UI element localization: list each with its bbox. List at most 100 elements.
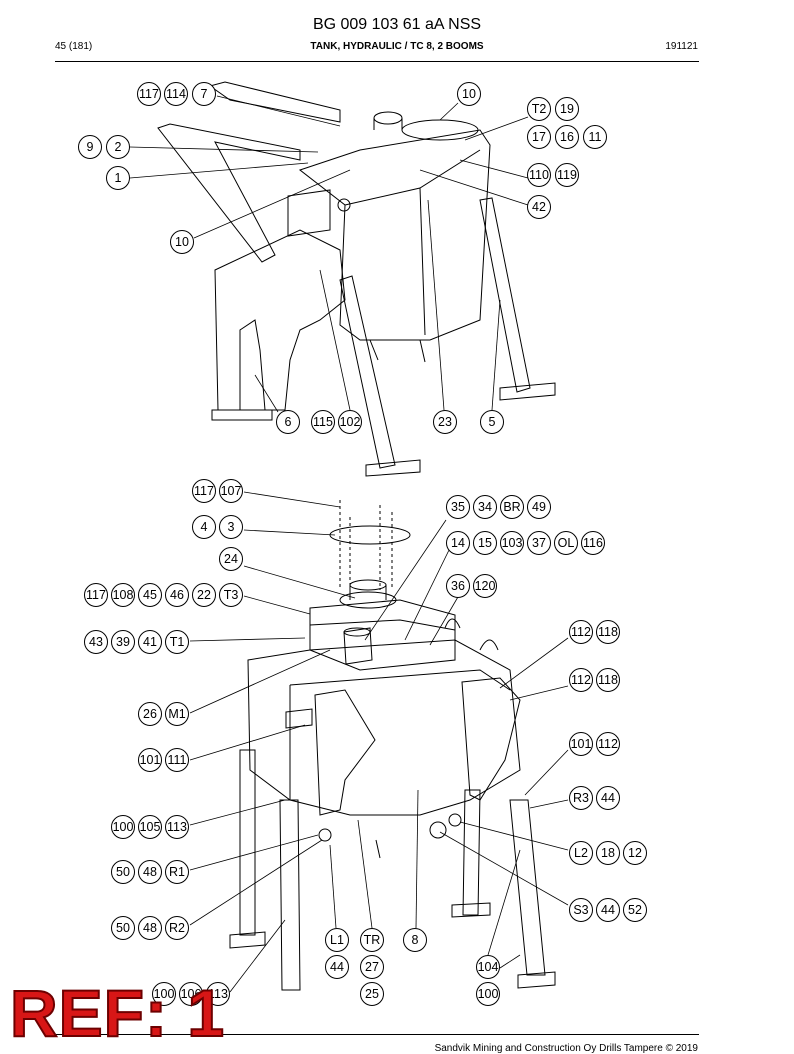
callout: 19: [555, 97, 579, 121]
callout: 39: [111, 630, 135, 654]
callout: 101: [569, 732, 593, 756]
callout: 117: [137, 82, 161, 106]
callout: L2: [569, 841, 593, 865]
callout: 34: [473, 495, 497, 519]
bl-leg-right: [509, 799, 546, 976]
callout: 44: [596, 898, 620, 922]
callout: 10: [457, 82, 481, 106]
callout: 118: [596, 668, 620, 692]
callout: 4: [192, 515, 216, 539]
bl-leg-mid: [279, 799, 301, 991]
callout: 44: [596, 786, 620, 810]
callout: BR: [500, 495, 524, 519]
callout: 17: [527, 125, 551, 149]
callout: 23: [433, 410, 457, 434]
callout: 100: [111, 815, 135, 839]
callout: M1: [165, 702, 189, 726]
tank-cap: [373, 111, 403, 125]
stand-foot-left: [211, 409, 273, 421]
front-foot: [365, 459, 421, 477]
bottom-leader-lines: [189, 491, 569, 993]
callout: 36: [446, 574, 470, 598]
callout: 1: [106, 166, 130, 190]
callout: 111: [165, 748, 189, 772]
callout: 113: [165, 815, 189, 839]
front-leg: [339, 275, 396, 469]
right-bracket: [461, 677, 521, 801]
top-block: [309, 599, 456, 671]
footer-copyright: Sandvik Mining and Construction Oy Drill…: [434, 1043, 698, 1054]
callout: 24: [219, 547, 243, 571]
callout: 25: [360, 982, 384, 1006]
callout: 8: [403, 928, 427, 952]
callout: 110: [527, 163, 551, 187]
callout: 7: [192, 82, 216, 106]
callout: 3: [219, 515, 243, 539]
callout: 18: [596, 841, 620, 865]
callout: 42: [527, 195, 551, 219]
callout: 44: [325, 955, 349, 979]
page-title: TANK, HYDRAULIC / TC 8, 2 BOOMS: [310, 41, 484, 52]
callout: 48: [138, 916, 162, 940]
callout: 120: [473, 574, 497, 598]
callout: R1: [165, 860, 189, 884]
callout: OL: [554, 531, 578, 555]
callout: 16: [555, 125, 579, 149]
callout: 52: [623, 898, 647, 922]
callout: 35: [446, 495, 470, 519]
callout: 11: [583, 125, 607, 149]
callout: L1: [325, 928, 349, 952]
bl-leg-back: [462, 789, 481, 916]
main-tank: [247, 639, 521, 816]
callout: 48: [138, 860, 162, 884]
page-number: 45 (181): [55, 41, 93, 52]
callout: 114: [164, 82, 188, 106]
callout: 6: [276, 410, 300, 434]
callout: 112: [596, 732, 620, 756]
callout: 37: [527, 531, 551, 555]
callout: 117: [192, 479, 216, 503]
callout: R2: [165, 916, 189, 940]
callout: 10: [170, 230, 194, 254]
header-rule: [55, 61, 699, 62]
callout: 100: [152, 982, 176, 1006]
callout: 50: [111, 860, 135, 884]
callout: 22: [192, 583, 216, 607]
callout: 113: [206, 982, 230, 1006]
ref-stamp: REF: 1: [9, 976, 226, 1050]
callout: 46: [165, 583, 189, 607]
callout: 9: [78, 135, 102, 159]
callout: 2: [106, 135, 130, 159]
callout: 43: [84, 630, 108, 654]
callout: 119: [555, 163, 579, 187]
callout: 15: [473, 531, 497, 555]
callout: T1: [165, 630, 189, 654]
callout: R3: [569, 786, 593, 810]
callout: 41: [138, 630, 162, 654]
cover-plate: [329, 525, 411, 545]
callout: 26: [138, 702, 162, 726]
callout: 100: [476, 982, 500, 1006]
doc-code: BG 009 103 61 aA NSS: [312, 16, 482, 33]
callout: 118: [596, 620, 620, 644]
callout: 50: [111, 916, 135, 940]
callout: 104: [476, 955, 500, 979]
callout: 5: [480, 410, 504, 434]
nameplate: [287, 189, 331, 237]
upper-arm: [208, 81, 341, 123]
callout: 112: [569, 668, 593, 692]
right-leg: [479, 197, 531, 393]
callout: 108: [111, 583, 135, 607]
callout: 101: [138, 748, 162, 772]
callout: 45: [138, 583, 162, 607]
right-foot: [499, 382, 556, 401]
callout: 105: [138, 815, 162, 839]
callout: 112: [569, 620, 593, 644]
callout: 102: [338, 410, 362, 434]
callout: 14: [446, 531, 470, 555]
callout: 107: [219, 479, 243, 503]
callout: S3: [569, 898, 593, 922]
callout: 116: [581, 531, 605, 555]
diagonal-arm: [157, 123, 301, 263]
